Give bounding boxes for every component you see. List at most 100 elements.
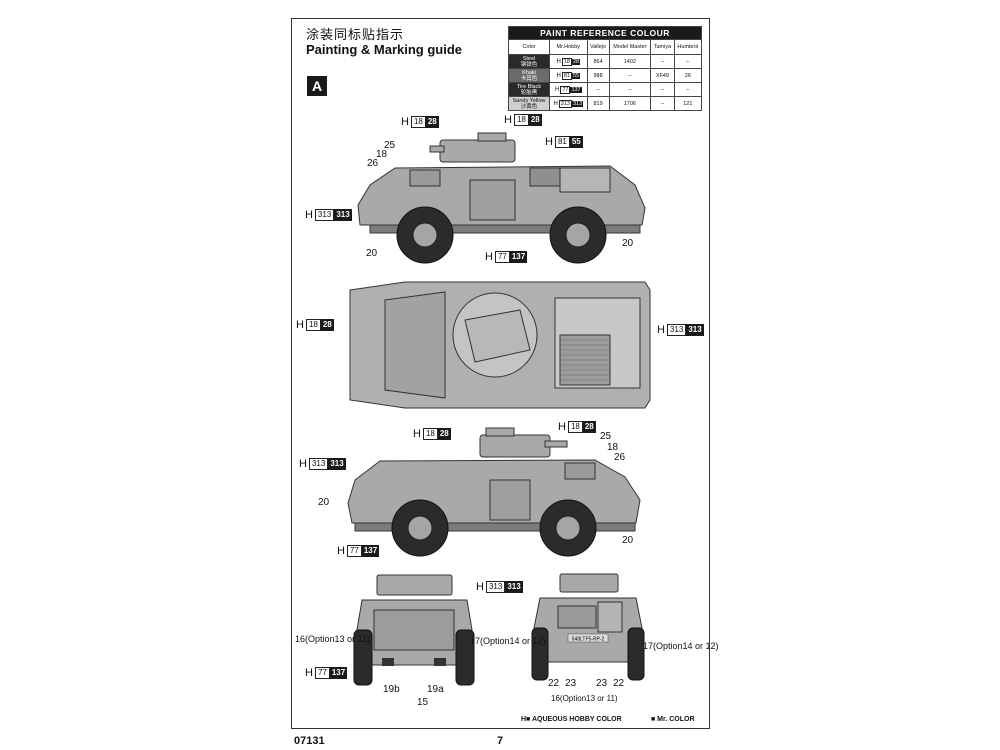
- vallejo-cell: 819: [586, 96, 610, 111]
- decal-number: 17(Option14 or 12): [470, 636, 546, 646]
- mrcolor-code: 313: [686, 324, 704, 336]
- decal-number: 15: [417, 697, 429, 708]
- decal-number: 25: [384, 140, 396, 151]
- legend-aqueous: H■ AQUEOUS HOBBY COLOR: [521, 716, 622, 723]
- vehicle-rear-view: 548LTF5-RP-2: [531, 573, 645, 681]
- mrcolor-code: 28: [425, 116, 439, 128]
- decal-number: 19a: [427, 684, 444, 695]
- col-header-mrhobby: Mr.Hobby: [549, 39, 588, 55]
- modelmaster-cell: 1706: [608, 96, 652, 111]
- vallejo-cell: –: [586, 82, 610, 97]
- decal-number: 20: [622, 535, 634, 546]
- tamiya-cell: XF49: [650, 68, 675, 83]
- aqueous-code: 77: [346, 545, 362, 557]
- aqueous-code: 313: [485, 581, 506, 593]
- aqueous-code: 18: [410, 116, 426, 128]
- col-header-modelmaster: Model Master: [608, 39, 652, 55]
- paint-table-caption: PAINT REFERENCE COLOUR: [508, 26, 702, 40]
- rear-plate-text: 548LTF5-RP-2: [572, 637, 605, 643]
- aqueous-code: 313: [666, 324, 687, 336]
- decal-number: 18: [376, 149, 388, 160]
- mrcolor-code: 313: [334, 209, 352, 221]
- decal-number: 20: [366, 248, 378, 259]
- mrcolor-code: 313: [505, 581, 523, 593]
- decal-number: 23: [596, 678, 608, 689]
- decal-number: 23: [565, 678, 577, 689]
- mrcolor-code: 28: [320, 319, 334, 331]
- vehicle-front-view: [353, 574, 475, 686]
- paint-reference-table: PAINT REFERENCE COLOUR Color Mr.Hobby Va…: [507, 26, 703, 111]
- front-light: [434, 658, 446, 666]
- mrcolor-code: 55: [569, 136, 583, 148]
- product-code: 07131: [294, 735, 325, 747]
- vehicle-top-view: [349, 281, 651, 409]
- color-name-cn: 轮胎黑: [520, 89, 538, 96]
- mrcolor-code: 313: [571, 100, 584, 107]
- col-header-vallejo: Vallejo: [586, 39, 610, 55]
- tamiya-cell: –: [650, 54, 675, 69]
- page-number: 7: [497, 735, 504, 747]
- aqueous-code: 77: [560, 85, 571, 94]
- aqueous-code: 81: [554, 136, 570, 148]
- decal-number: 20: [622, 238, 634, 249]
- title-english: Painting & Marking guide: [306, 42, 463, 57]
- col-header-color: Color: [507, 39, 551, 55]
- aqueous-code: 313: [558, 99, 572, 108]
- mrcolor-code: 28: [571, 58, 581, 65]
- decal-number: 20: [318, 497, 330, 508]
- section-badge: A: [307, 76, 327, 96]
- legend-mrcolor: ■ Mr. COLOR: [651, 716, 695, 723]
- col-header-humbrol: Humbrol: [673, 39, 703, 55]
- decal-number: 26: [367, 158, 379, 169]
- aqueous-code: 77: [314, 667, 330, 679]
- tamiya-cell: –: [650, 96, 675, 111]
- aqueous-code: 81: [561, 71, 572, 80]
- mrcolor-code: 28: [437, 428, 451, 440]
- col-header-tamiya: Tamiya: [650, 39, 675, 55]
- decal-number: 18: [607, 442, 619, 453]
- title-chinese: 涂装同标贴指示: [306, 28, 405, 43]
- aqueous-code: 18: [513, 114, 529, 126]
- aqueous-code: 18: [561, 57, 572, 66]
- decal-number: 22: [548, 678, 560, 689]
- tamiya-cell: –: [650, 82, 675, 97]
- color-name-cn: 沙黄色: [520, 103, 538, 110]
- mrcolor-code: 137: [329, 667, 348, 679]
- humbrol-cell: 26: [673, 68, 703, 83]
- humbrol-cell: –: [673, 82, 703, 97]
- decal-number: 25: [600, 431, 612, 442]
- mrcolor-code: 28: [528, 114, 542, 126]
- mrcolor-code: 313: [328, 458, 346, 470]
- mrcolor-code: 137: [509, 251, 528, 263]
- color-name-en: Tire Black: [516, 83, 542, 90]
- color-name-cn: 卡其色: [520, 75, 538, 82]
- decal-number: 22: [613, 678, 625, 689]
- aqueous-code: 18: [422, 428, 438, 440]
- color-name-en: Sandy Yellow: [512, 97, 546, 104]
- humbrol-cell: 121: [673, 96, 703, 111]
- vehicle-left-side-view: [357, 132, 646, 264]
- aqueous-code: 18: [567, 421, 583, 433]
- mrcolor-code: 28: [582, 421, 596, 433]
- modelmaster-cell: –: [608, 82, 652, 97]
- instruction-sheet-border: [291, 18, 710, 729]
